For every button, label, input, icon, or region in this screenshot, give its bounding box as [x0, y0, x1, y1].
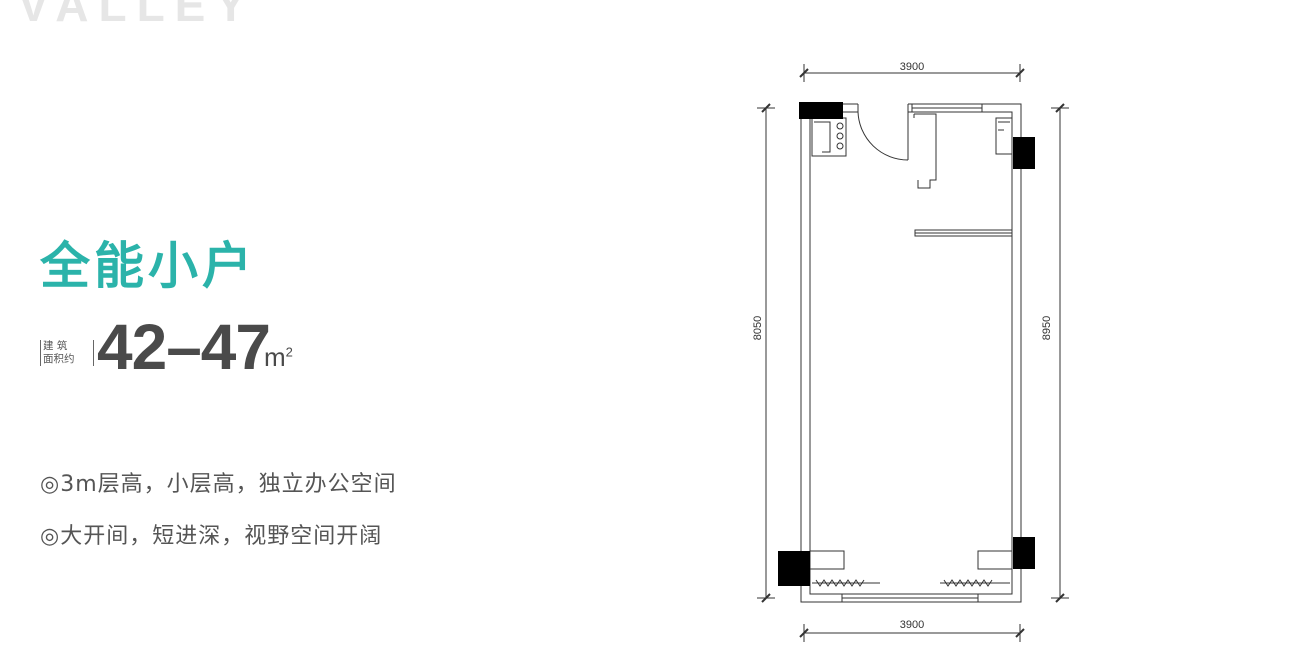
area-label-line1: 建 筑 [43, 340, 68, 352]
dim-label-left: 8050 [752, 316, 764, 340]
dim-label-top: 3900 [900, 61, 924, 73]
area-unit: m2 [264, 342, 293, 373]
area-unit-exponent: 2 [285, 344, 293, 360]
dim-label-right: 8950 [1041, 316, 1053, 340]
walls [800, 103, 1022, 603]
door-swing [857, 111, 909, 161]
radiator-left [815, 579, 865, 587]
area-value: 42–47 [97, 311, 271, 383]
radiator-right [943, 579, 993, 587]
page-title: 全能小户 [40, 237, 256, 295]
brand-watermark: VALLEY [18, 0, 257, 31]
dim-label-bottom: 3900 [900, 619, 924, 631]
area-label-line2: 面积约 [43, 353, 75, 365]
area-label: 建 筑 面积约 [40, 340, 94, 366]
kitchen-counter [811, 117, 847, 157]
feature-item-1: ◎3m层高，小层高，独立办公空间 [40, 472, 397, 497]
feature-item-2: ◎大开间，短进深，视野空间开阔 [40, 524, 383, 549]
area-unit-base: m [264, 342, 286, 372]
structural-columns [778, 102, 1035, 586]
